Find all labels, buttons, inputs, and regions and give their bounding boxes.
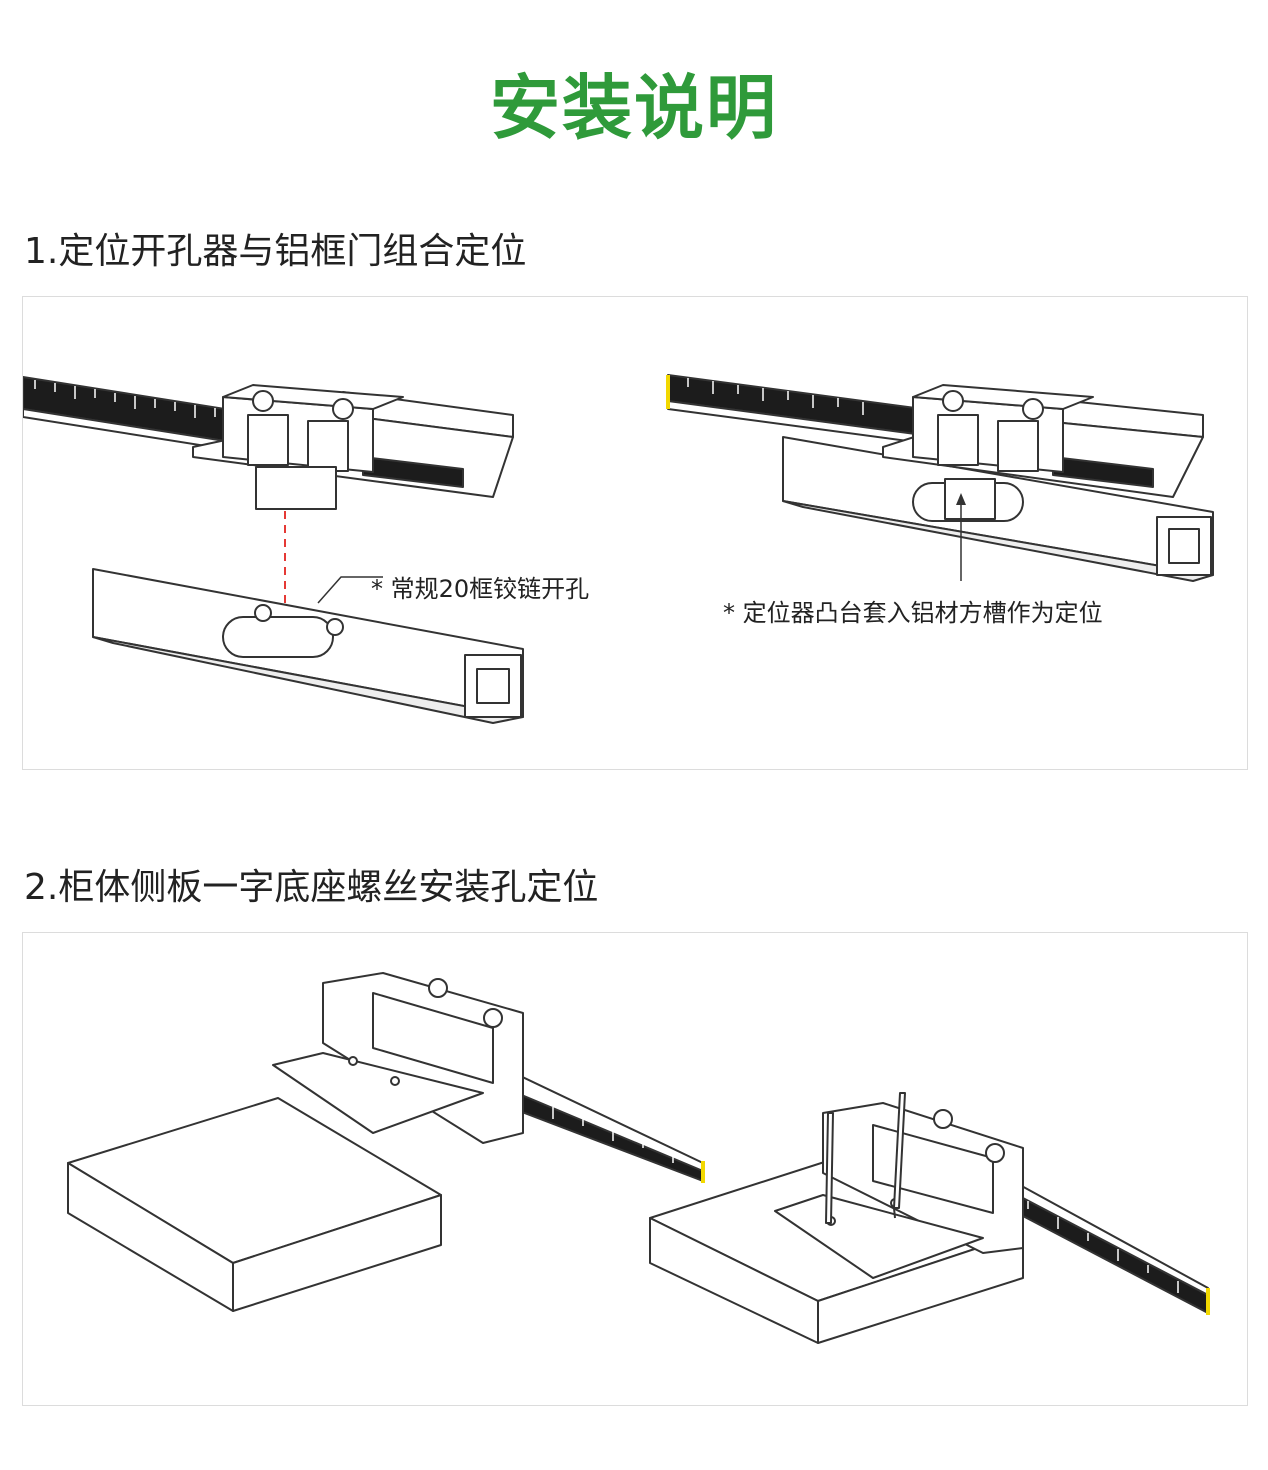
section-2-illustration-panel	[22, 932, 1248, 1406]
section-1-heading: 1.定位开孔器与铝框门组合定位	[24, 231, 527, 272]
pointer-arrow	[956, 493, 966, 581]
page-title: 安装说明	[490, 67, 778, 149]
ruler-bottom-left	[492, 1062, 705, 1183]
section-2-heading: 2.柜体侧板一字底座螺丝安装孔定位	[24, 867, 599, 908]
section-1-illustration-panel: * 常规20框铰链开孔 * 定位器凸台套入铝材方槽作为定位	[22, 296, 1248, 770]
ruler-bottom-right	[997, 1172, 1210, 1315]
note-locator-boss: * 定位器凸台套入铝材方槽作为定位	[723, 599, 1103, 627]
drill-bit	[825, 1092, 906, 1224]
ruler-right	[666, 374, 924, 444]
cabinet-board-left	[67, 1097, 442, 1312]
aluminum-frame-right	[782, 436, 1214, 582]
note-hinge-hole: * 常规20框铰链开孔	[371, 575, 590, 603]
section-1-illustration	[23, 374, 1214, 724]
aluminum-frame-left	[92, 568, 524, 724]
locator-right	[882, 384, 1204, 520]
locator-bottom-left	[272, 972, 524, 1144]
locator-left	[192, 384, 514, 510]
section-2-illustration	[67, 972, 1210, 1344]
